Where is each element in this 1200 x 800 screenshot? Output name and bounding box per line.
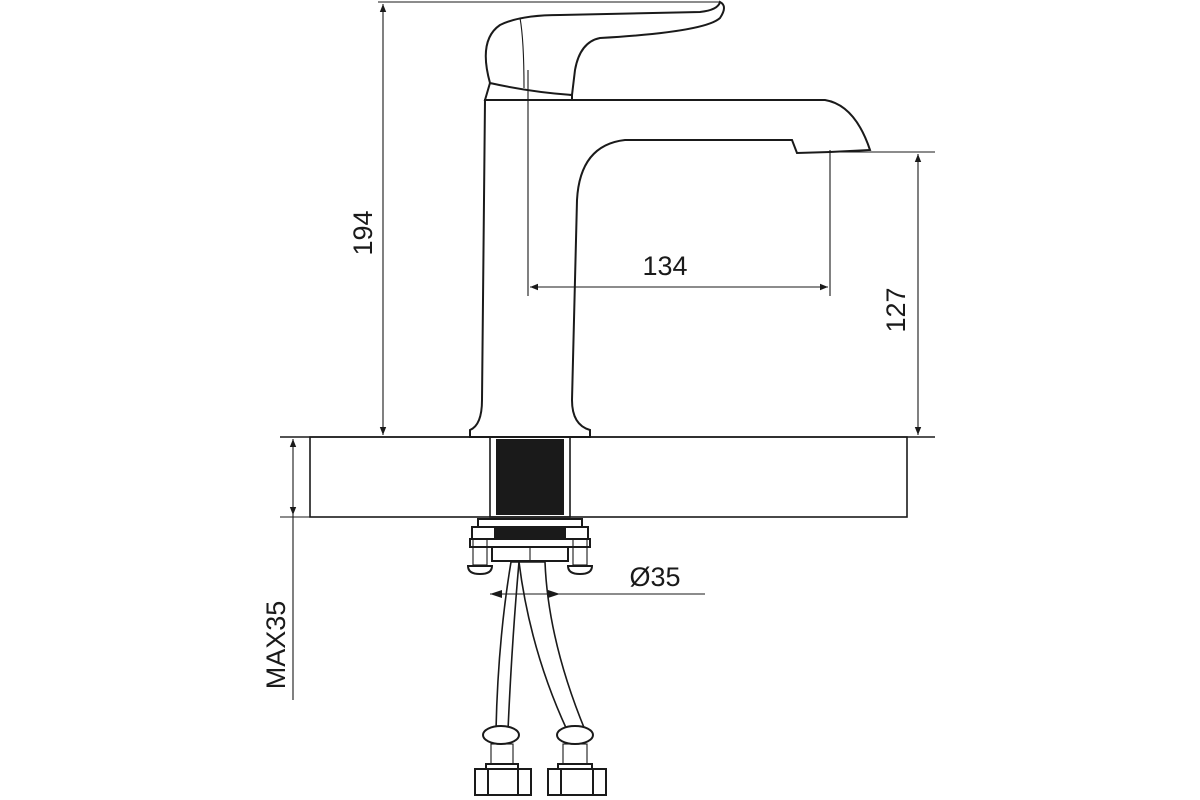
dimension-max-thickness: MAX35 bbox=[261, 439, 297, 700]
faucet-handle bbox=[484, 0, 725, 97]
supply-hoses bbox=[474, 561, 607, 796]
threaded-shank bbox=[489, 436, 571, 518]
countertop-section bbox=[280, 436, 935, 518]
mounting-nut bbox=[466, 518, 594, 576]
dimension-label-194: 194 bbox=[348, 210, 378, 255]
dimension-label-134: 134 bbox=[642, 251, 687, 281]
dimension-total-height: 194 bbox=[348, 1, 720, 435]
dimension-spout-reach: 134 bbox=[527, 70, 831, 296]
dimension-label-127: 127 bbox=[881, 287, 911, 332]
dimension-label-diameter: Ø35 bbox=[629, 562, 680, 592]
dimension-spout-height: 127 bbox=[828, 151, 935, 435]
dimension-hole-diameter: Ø35 bbox=[490, 562, 705, 598]
dimension-label-max35: MAX35 bbox=[261, 601, 291, 690]
